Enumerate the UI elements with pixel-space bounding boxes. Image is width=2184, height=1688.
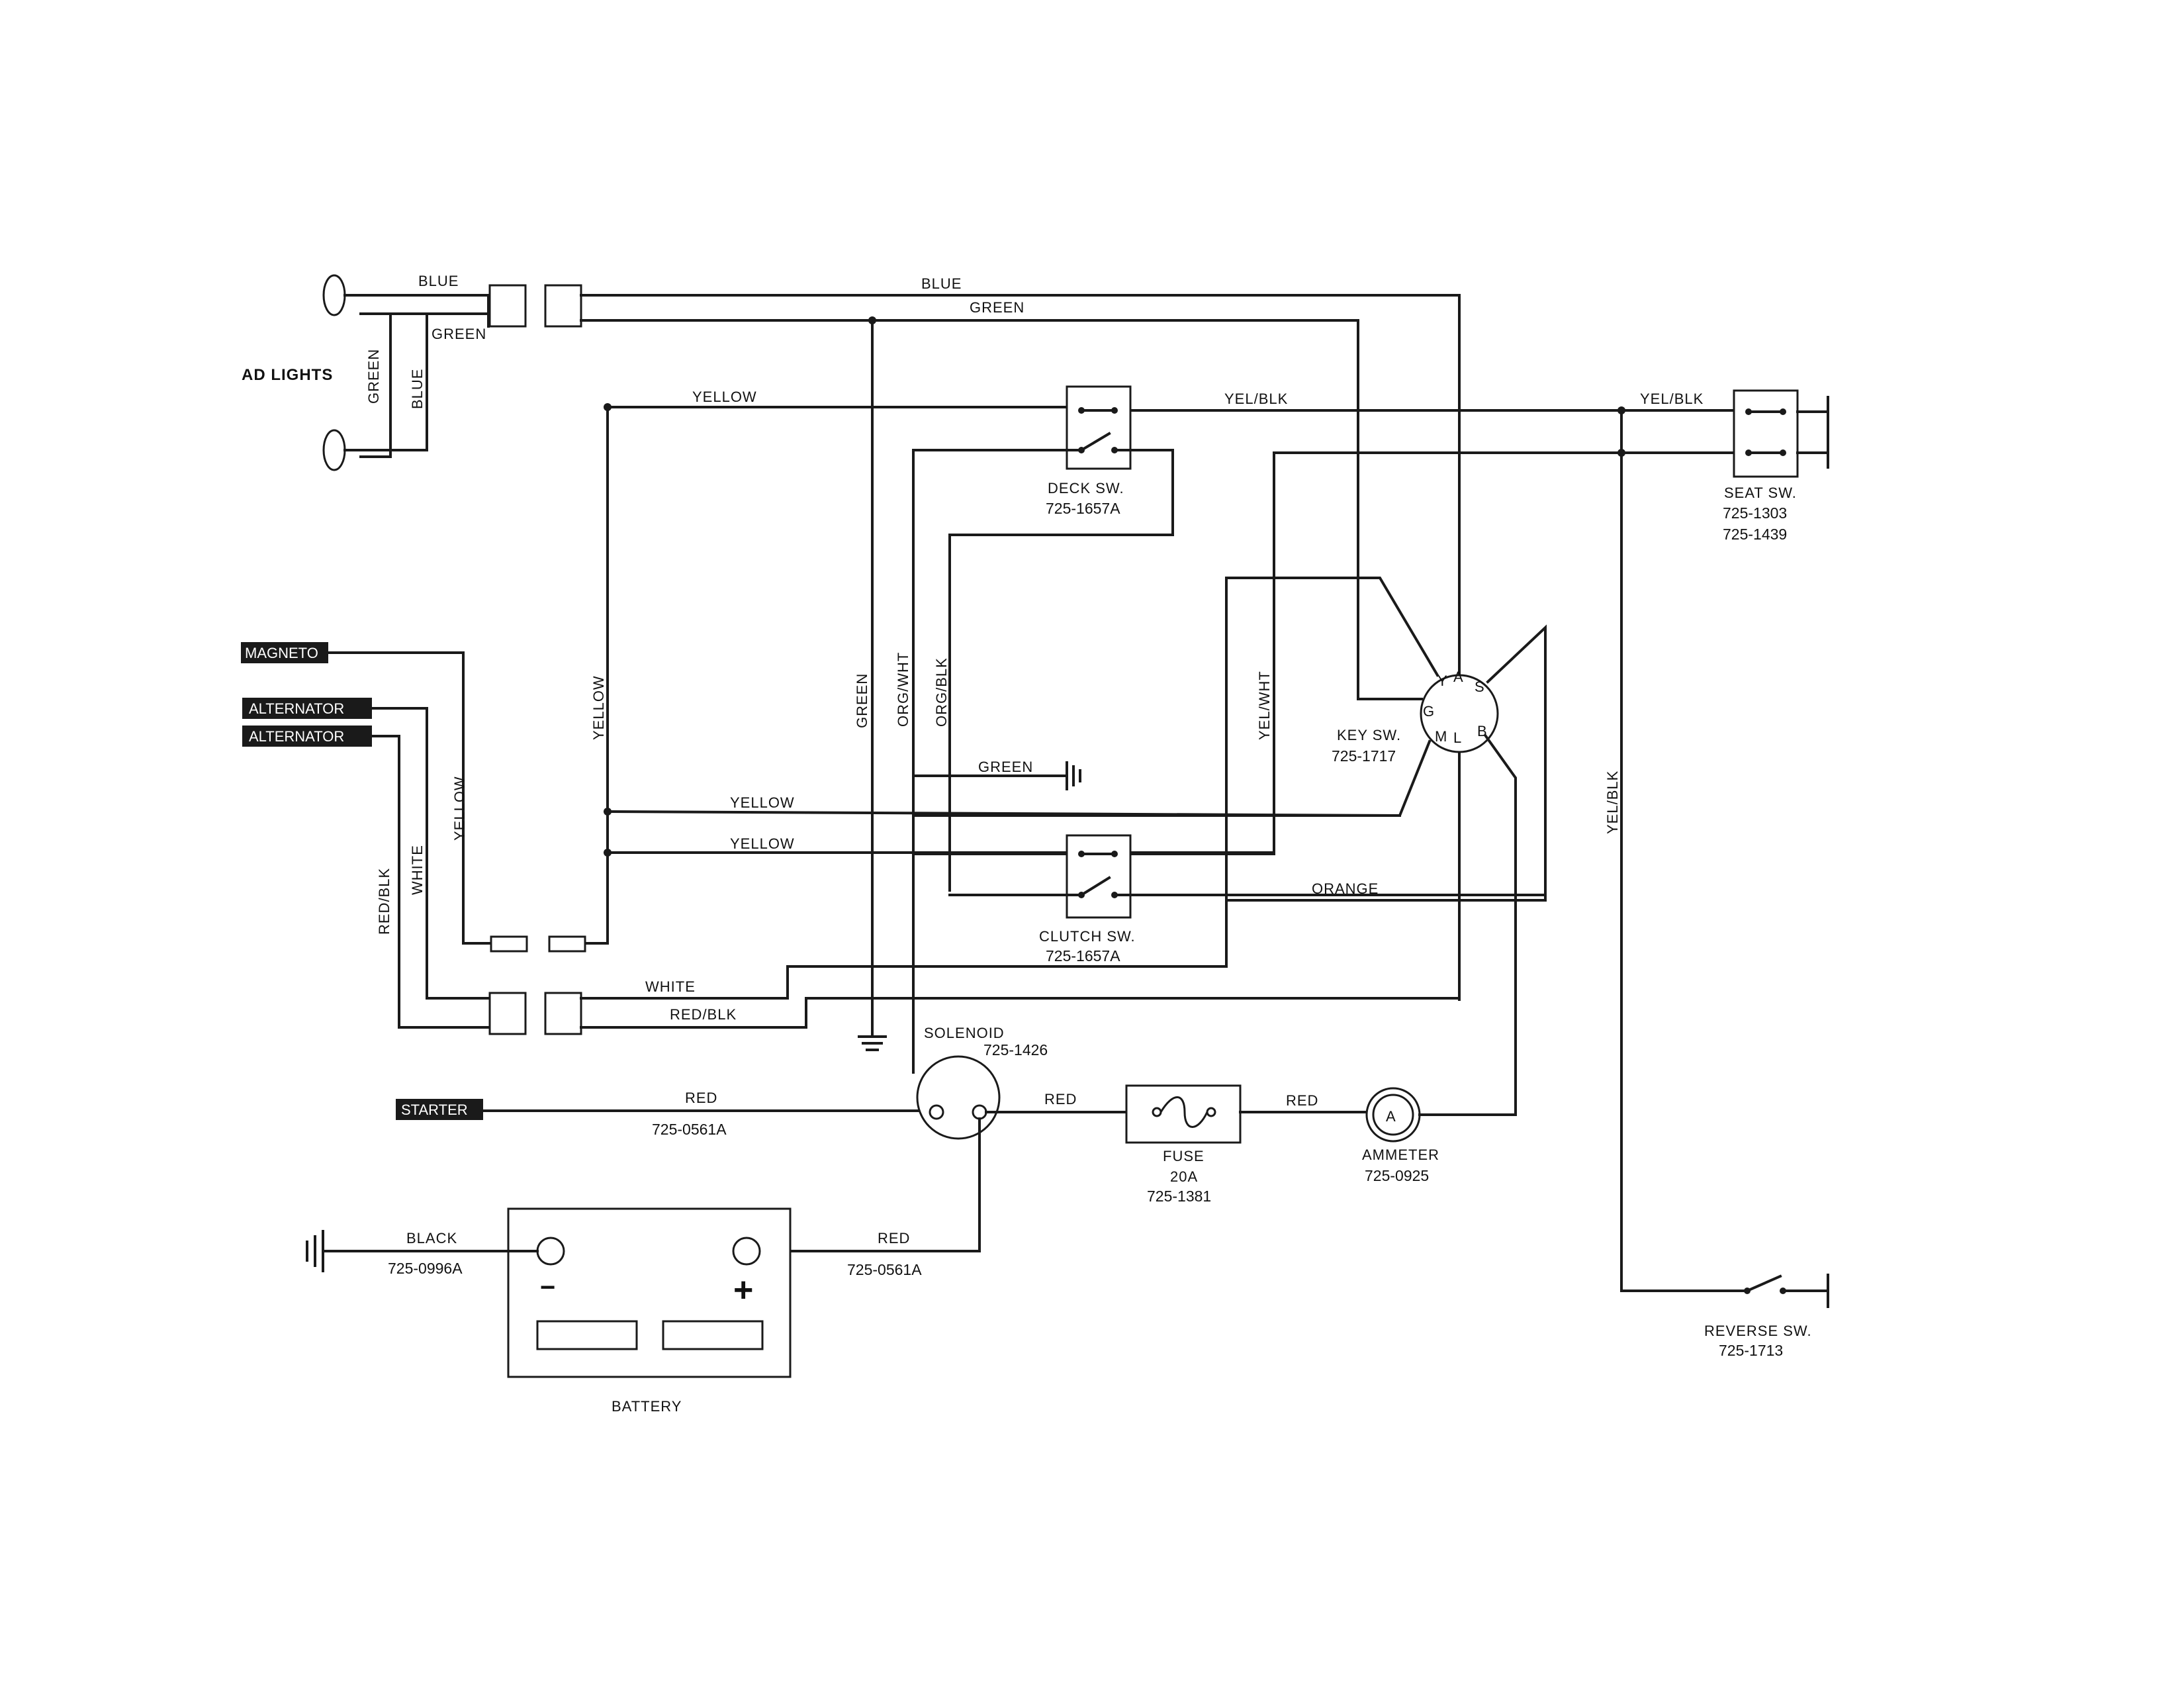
- deck-switch: [1066, 385, 1132, 470]
- key-switch-name: KEY SW.: [1337, 727, 1401, 743]
- battery-ground-cable-part: 725-0996A: [388, 1260, 463, 1277]
- wire-label-white-vertical: WHITE: [409, 845, 426, 895]
- wire-label-green-top: GREEN: [432, 326, 486, 342]
- clutch-switch-part: 725-1657A: [1046, 947, 1120, 964]
- wire-label-red-blk-vertical: RED/BLK: [376, 868, 392, 935]
- head-lights-label: AD LIGHTS: [242, 366, 333, 384]
- wire-label-yel-blk-right: YEL/BLK: [1640, 391, 1704, 407]
- battery: [507, 1207, 792, 1378]
- clutch-switch-name: CLUTCH SW.: [1039, 928, 1136, 945]
- clutch-switch: [1066, 834, 1132, 919]
- key-switch: Y A S G M L B: [1420, 669, 1499, 753]
- wire-label-yellow-vertical-left: YELLOW: [451, 776, 468, 841]
- alternator-label-1: ALTERNATOR: [249, 700, 344, 717]
- ground-symbol-mid: [1066, 761, 1081, 790]
- ground-symbol-center: [858, 1035, 887, 1051]
- alternator-box-1: [242, 698, 372, 719]
- seat-switch-part2: 725-1439: [1723, 526, 1787, 543]
- wire-label-green-main: GREEN: [970, 299, 1024, 316]
- solenoid: [916, 1055, 1001, 1140]
- head-light-top: [322, 274, 362, 316]
- magneto-label: MAGNETO: [245, 645, 318, 661]
- alternator-connector-2: [544, 992, 582, 1035]
- seat-switch-part1: 725-1303: [1723, 504, 1787, 522]
- key-terminal-y: Y: [1437, 673, 1448, 689]
- starter-box: [396, 1099, 483, 1120]
- wire-label-red-fuse-ammeter: RED: [1286, 1092, 1318, 1109]
- wire-label-org-wht-vertical: ORG/WHT: [895, 652, 911, 727]
- key-terminal-s: S: [1475, 679, 1485, 695]
- wire-label-orange: ORANGE: [1312, 880, 1379, 897]
- ammeter-name: AMMETER: [1362, 1147, 1439, 1163]
- wire-label-red-blk-horizontal: RED/BLK: [670, 1006, 737, 1023]
- wire-label-blue-vertical-left: BLUE: [409, 369, 426, 409]
- wire-label-green-vertical-left: GREEN: [365, 349, 382, 404]
- battery-minus: −: [540, 1273, 556, 1302]
- wire-label-yellow-vertical-mid: YELLOW: [590, 675, 607, 740]
- wire-label-white-horizontal: WHITE: [645, 978, 696, 995]
- ammeter-part: 725-0925: [1365, 1167, 1429, 1184]
- starter-label: STARTER: [401, 1102, 468, 1118]
- starter-cable-part: 725-0561A: [652, 1121, 727, 1138]
- wire-label-green-ground: GREEN: [978, 759, 1033, 775]
- wire-label-yellow-mid-2: YELLOW: [730, 835, 795, 852]
- alternator-box-2: [242, 726, 372, 747]
- wire-label-red-solenoid-fuse: RED: [1044, 1091, 1077, 1107]
- wire-label-org-blk-vertical: ORG/BLK: [933, 657, 950, 727]
- headlight-connector-1: [488, 284, 527, 328]
- key-terminal-a: A: [1453, 669, 1464, 685]
- seat-switch-name: SEAT SW.: [1724, 485, 1797, 501]
- headlight-connector-2: [544, 284, 582, 328]
- wire-label-yel-blk-top: YEL/BLK: [1224, 391, 1288, 407]
- key-switch-part: 725-1717: [1332, 747, 1396, 765]
- wire-label-black-battery: BLACK: [406, 1230, 457, 1246]
- reverse-switch: [1744, 1274, 1829, 1308]
- reverse-switch-part: 725-1713: [1719, 1342, 1783, 1359]
- yellow-connector-2: [548, 935, 586, 953]
- battery-positive-cable-part: 725-0561A: [847, 1261, 922, 1278]
- ammeter-symbol: A: [1386, 1108, 1396, 1125]
- wire-label-blue-top: BLUE: [418, 273, 459, 289]
- key-terminal-m: M: [1435, 728, 1447, 745]
- fuse: [1125, 1084, 1242, 1144]
- wire-label-yellow-mid-1: YELLOW: [730, 794, 795, 811]
- battery-plus: +: [733, 1271, 754, 1309]
- solenoid-part: 725-1426: [983, 1041, 1048, 1058]
- key-terminal-g: G: [1423, 703, 1435, 720]
- yellow-connector-1: [490, 935, 528, 953]
- head-light-bottom: [322, 429, 362, 471]
- wire-label-yellow-top: YELLOW: [692, 389, 757, 405]
- ammeter: A: [1365, 1087, 1421, 1143]
- fuse-name: FUSE: [1163, 1148, 1205, 1164]
- ground-symbol-battery: [306, 1230, 324, 1272]
- seat-switch: [1733, 389, 1829, 478]
- deck-switch-part: 725-1657A: [1046, 500, 1120, 517]
- magneto-box: [241, 642, 328, 663]
- deck-switch-name: DECK SW.: [1048, 480, 1124, 496]
- wire-label-yel-wht-vertical: YEL/WHT: [1256, 671, 1273, 740]
- fuse-part: 725-1381: [1147, 1188, 1211, 1205]
- solenoid-name: SOLENOID: [924, 1025, 1005, 1041]
- wire-label-red-battery: RED: [878, 1230, 910, 1246]
- alternator-label-2: ALTERNATOR: [249, 728, 344, 745]
- wire-label-yel-blk-vertical: YEL/BLK: [1604, 771, 1621, 834]
- wire-label-red-starter: RED: [685, 1090, 717, 1106]
- wire-label-green-vertical-mid: GREEN: [854, 673, 870, 728]
- battery-name: BATTERY: [612, 1398, 682, 1415]
- key-terminal-b: B: [1477, 723, 1488, 739]
- fuse-rating: 20A: [1170, 1168, 1198, 1185]
- wire-label-blue-main: BLUE: [921, 275, 962, 292]
- key-terminal-l: L: [1453, 729, 1462, 746]
- alternator-connector-1: [488, 992, 527, 1035]
- reverse-switch-name: REVERSE SW.: [1704, 1323, 1812, 1339]
